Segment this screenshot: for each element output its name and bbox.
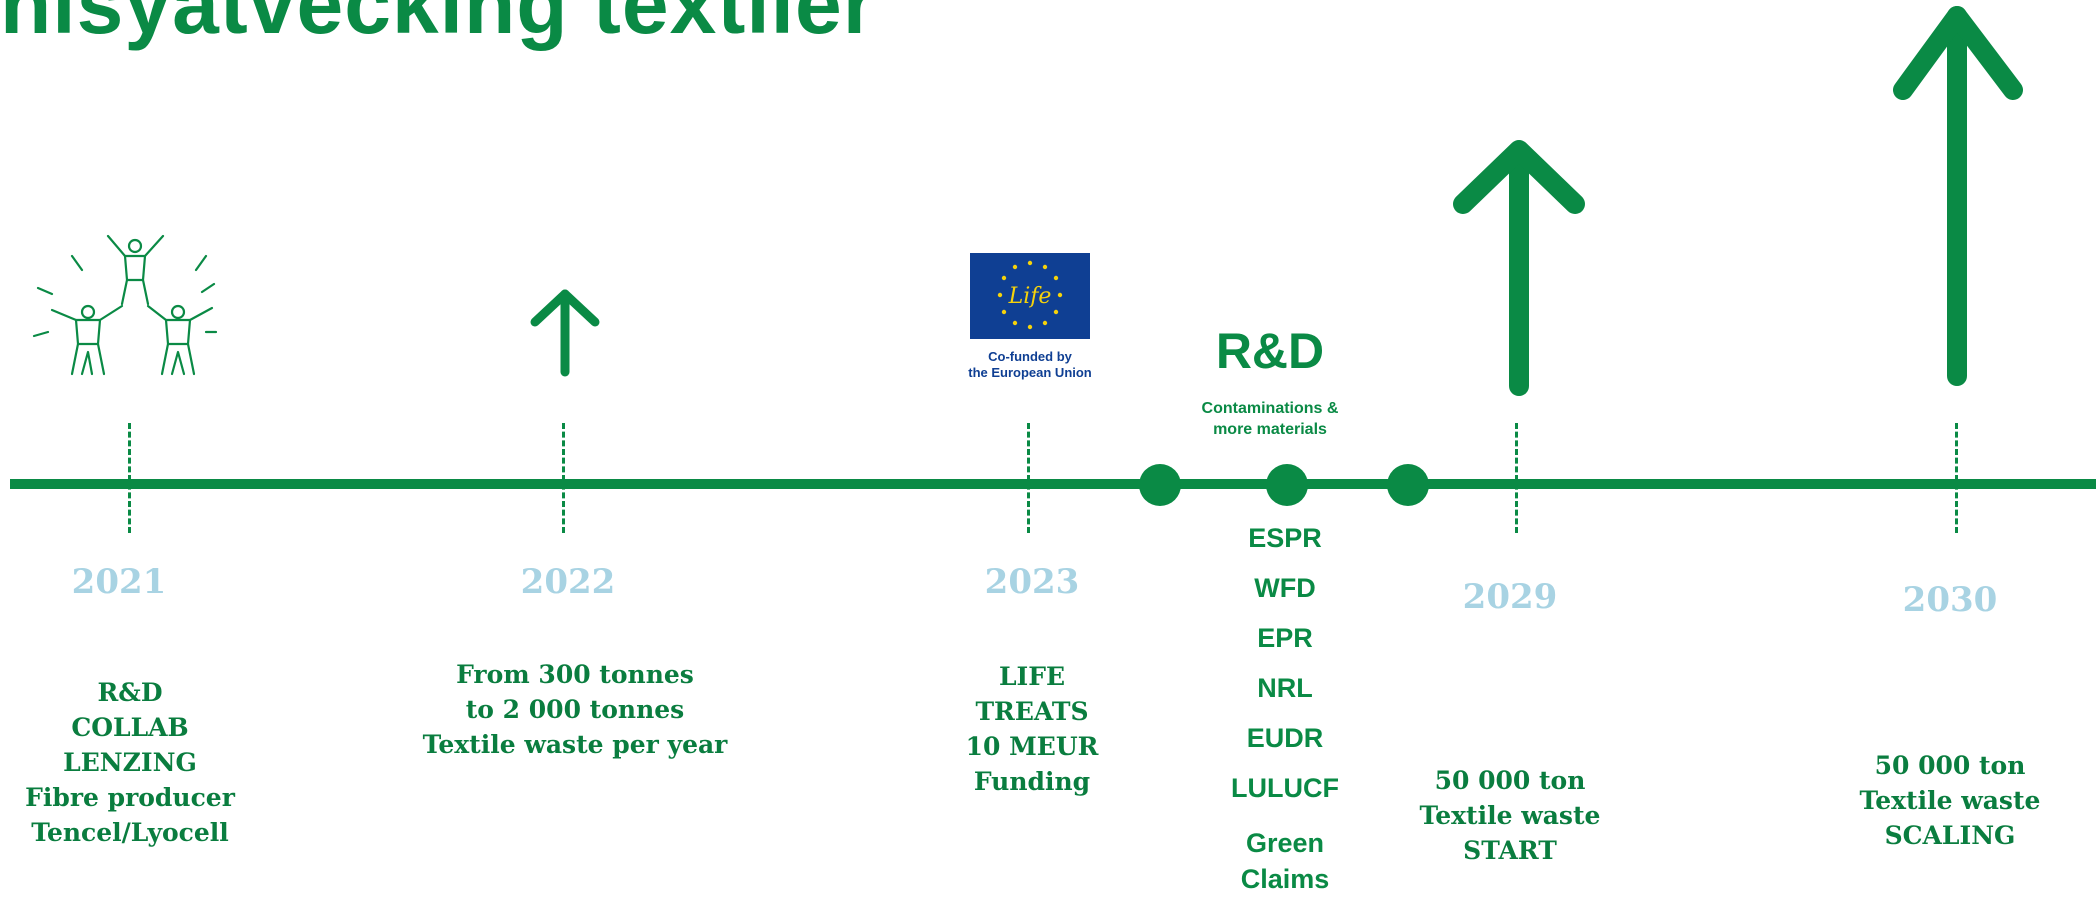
rd-subtitle: Contaminations & more materials xyxy=(1170,398,1370,440)
regulation-item: EUDR xyxy=(1246,723,1324,753)
desc-line: 10 MEUR xyxy=(965,732,1099,761)
regulation-line: Claims xyxy=(1240,864,1330,894)
regulation-line: Green xyxy=(1245,828,1325,858)
regulation-item: LULUCF xyxy=(1231,773,1339,803)
milestone-desc-2029: 50 000 ton Textile waste START xyxy=(1390,763,1630,868)
large-up-arrow-icon xyxy=(1893,6,2023,386)
eu-caption-line2: the European Union xyxy=(968,365,1092,380)
desc-line: Textile waste xyxy=(1859,786,2041,815)
milestone-desc-2030: 50 000 ton Textile waste SCALING xyxy=(1830,748,2070,853)
tick-2023 xyxy=(1027,423,1030,533)
desc-line: COLLAB xyxy=(71,713,189,742)
tick-2030 xyxy=(1955,423,1958,533)
eu-logo-caption: Co-funded by the European Union xyxy=(955,349,1105,381)
timeline-dot-left xyxy=(1139,464,1181,506)
regulation-item: NRL xyxy=(1257,673,1313,703)
milestone-desc-2022: From 300 tonnes to 2 000 tonnes Textile … xyxy=(395,657,755,762)
desc-line: Funding xyxy=(973,767,1091,796)
year-label-2029: 2029 xyxy=(1462,577,1558,617)
desc-line: Textile waste xyxy=(1419,801,1601,830)
tick-2022 xyxy=(562,423,565,533)
desc-line: TREATS xyxy=(975,697,1089,726)
eu-life-text: Life xyxy=(1008,284,1052,309)
regulation-item: EPR xyxy=(1257,623,1313,653)
regulation-item-green-claims: Green Claims xyxy=(1180,825,1390,897)
desc-line: to 2 000 tonnes xyxy=(465,695,685,724)
rd-title: R&D xyxy=(1215,323,1325,379)
page-title: nlsyatvecking textiler xyxy=(0,0,877,51)
desc-line: LIFE xyxy=(998,662,1066,691)
desc-line: Tencel/Lyocell xyxy=(31,818,229,847)
desc-line: Fibre producer xyxy=(25,783,235,812)
regulation-item: ESPR xyxy=(1248,523,1322,553)
rd-subtitle-line1: Contaminations & xyxy=(1201,400,1339,417)
timeline-line xyxy=(10,479,2096,489)
desc-line: R&D xyxy=(97,678,163,707)
milestone-desc-2023: LIFE TREATS 10 MEUR Funding xyxy=(917,659,1147,799)
medium-up-arrow-icon xyxy=(1453,140,1585,396)
timeline-dot-center xyxy=(1266,464,1308,506)
year-label-2022: 2022 xyxy=(520,562,616,602)
desc-line: LENZING xyxy=(63,748,197,777)
rd-subtitle-line2: more materials xyxy=(1213,421,1327,438)
people-pyramid-icon xyxy=(32,234,218,376)
tick-2021 xyxy=(128,423,131,533)
year-label-2023: 2023 xyxy=(984,562,1080,602)
desc-line: 50 000 ton xyxy=(1434,766,1586,795)
timeline-dot-right xyxy=(1387,464,1429,506)
regulation-list: ESPR WFD EPR NRL EUDR LULUCF Green Claim… xyxy=(1180,519,1390,897)
year-label-2030: 2030 xyxy=(1902,580,1998,620)
desc-line: From 300 tonnes xyxy=(456,660,694,689)
eu-caption-line1: Co-funded by xyxy=(988,349,1072,364)
desc-line: START xyxy=(1463,836,1557,865)
small-up-arrow-icon xyxy=(530,289,600,377)
eu-life-logo-icon: Life xyxy=(970,253,1090,339)
desc-line: 50 000 ton xyxy=(1874,751,2026,780)
year-label-2021: 2021 xyxy=(71,562,167,602)
milestone-desc-2021: R&D COLLAB LENZING Fibre producer Tencel… xyxy=(0,675,260,850)
tick-2029 xyxy=(1515,423,1518,533)
regulation-item: WFD xyxy=(1254,573,1316,603)
desc-line: Textile waste per year xyxy=(422,730,728,759)
desc-line: SCALING xyxy=(1884,821,2016,850)
